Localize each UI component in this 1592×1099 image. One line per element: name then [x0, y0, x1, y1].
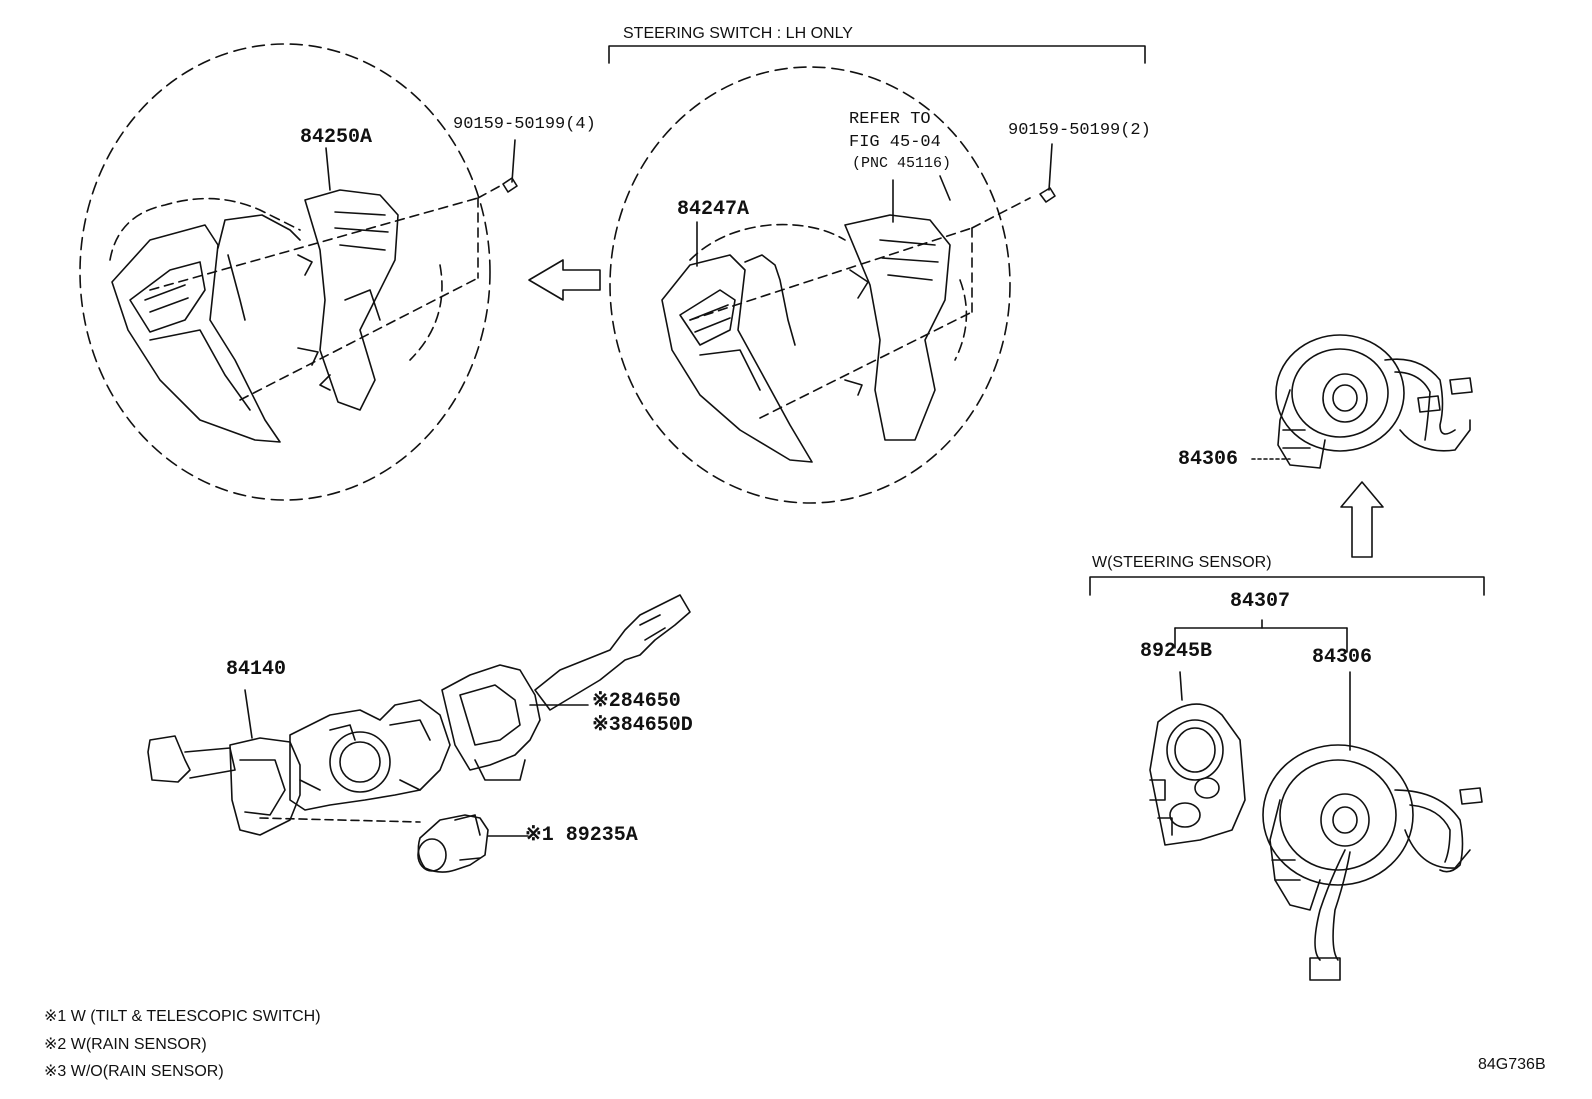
- label-refer-line-3: (PNC 45116): [852, 155, 952, 172]
- steering-sensor-bracket: [1089, 576, 1485, 596]
- label-refer-line-1: REFER TO: [849, 110, 931, 129]
- label-part-84247A: 84247A: [677, 198, 750, 221]
- bolt-left: [502, 139, 518, 193]
- arrow-left-icon: [528, 259, 601, 301]
- label-steering-switch-lh-only: STEERING SWITCH : LH ONLY: [623, 25, 853, 42]
- footnote-2: ※2 W(RAIN SENSOR): [44, 1036, 207, 1053]
- label-part-84650D: ※384650D: [592, 714, 693, 737]
- sensor-89245B: [1149, 671, 1246, 846]
- alignment-lines-left: [149, 185, 501, 401]
- leaders-right-wheel: [325, 147, 951, 267]
- label-refer-line-2: FIG 45-04: [849, 133, 941, 152]
- wiper-switch-84650: [441, 594, 691, 781]
- footnote-3: ※3 W/O(RAIN SENSOR): [44, 1063, 224, 1080]
- label-part-84650: ※284650: [592, 690, 681, 713]
- label-part-89245B: 89245B: [1140, 640, 1213, 663]
- switch-assembly-84250A: [111, 189, 399, 443]
- arrow-up-icon: [1340, 481, 1384, 558]
- label-part-89235A: ※1 89235A: [525, 824, 638, 847]
- label-part-84306-bottom: 84306: [1312, 646, 1373, 669]
- tree-84307: [1174, 619, 1348, 653]
- figure-code: 84G736B: [1478, 1056, 1546, 1073]
- steering-wheel-right: [609, 66, 1011, 504]
- tilt-switch-89235A: [417, 814, 529, 873]
- label-bolt-left: 90159-50199(4): [453, 115, 596, 134]
- spiral-cable-84306-bottom: [1262, 671, 1483, 981]
- alignment-lines-right: [689, 197, 1031, 419]
- footnote-1: ※1 W (TILT & TELESCOPIC SWITCH): [44, 1008, 321, 1025]
- label-part-84306-top: 84306: [1178, 448, 1239, 471]
- switch-assembly-84247A: [661, 214, 951, 463]
- steering-wheel-left: [79, 43, 491, 501]
- bolt-right: [1039, 143, 1056, 203]
- label-part-84307: 84307: [1230, 590, 1291, 613]
- label-part-84250A: 84250A: [300, 126, 373, 149]
- spiral-cable-84306-top: [1275, 334, 1473, 469]
- label-part-84140: 84140: [226, 658, 287, 681]
- steering-switch-bracket: [608, 45, 1146, 64]
- combination-switch-84140: [147, 689, 451, 836]
- label-bolt-right: 90159-50199(2): [1008, 121, 1151, 140]
- label-w-steering-sensor: W(STEERING SENSOR): [1092, 554, 1272, 571]
